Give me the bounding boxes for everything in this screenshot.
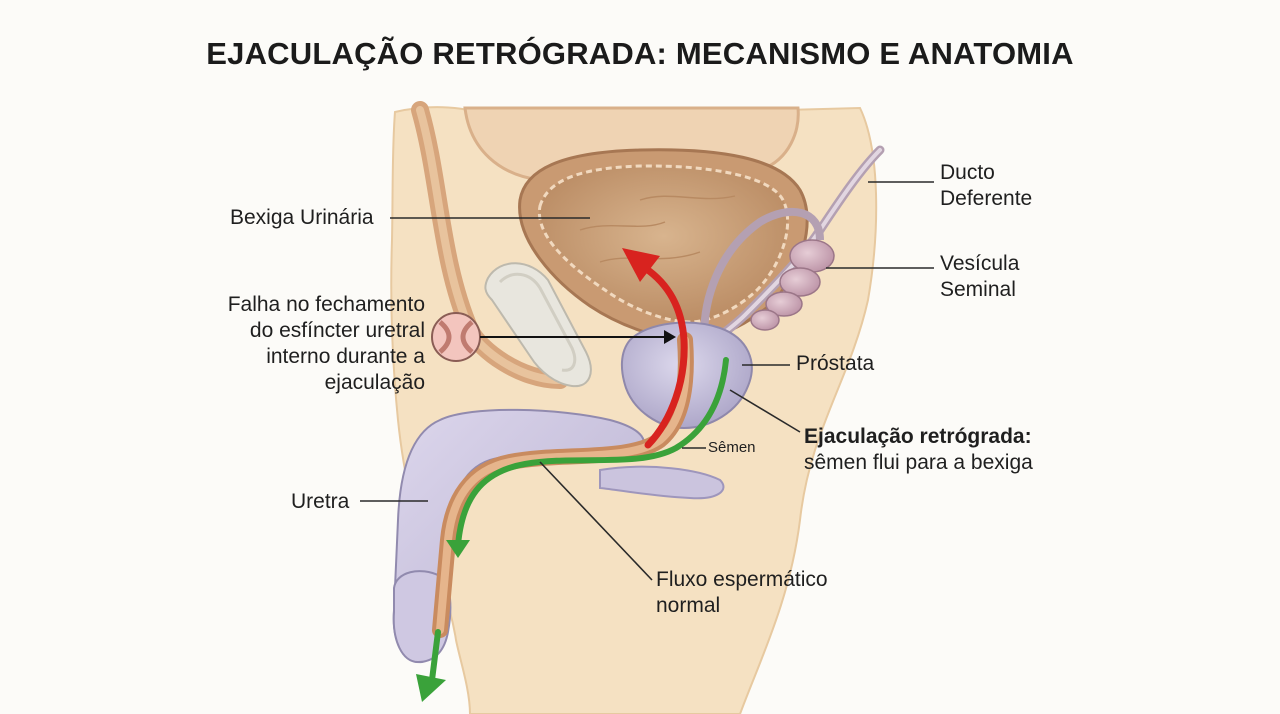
seminal-vesicle xyxy=(750,239,835,331)
label-sphincter: Falha no fechamento do esfíncter uretral… xyxy=(200,292,425,396)
label-seminal-vesicle-line-1: Vesícula xyxy=(940,252,1020,275)
bladder xyxy=(518,148,809,342)
sphincter-inset xyxy=(431,312,676,362)
label-sphincter-line-1: Falha no fechamento xyxy=(227,293,425,316)
label-retrograde: Ejaculação retrógrada: sêmen flui para a… xyxy=(804,424,1033,476)
label-sphincter-line-4: ejaculação xyxy=(324,371,425,394)
label-sphincter-line-3: interno durante a xyxy=(266,345,425,368)
label-retrograde-heading: Ejaculação retrógrada: xyxy=(804,425,1032,448)
label-semen: Sêmen xyxy=(708,439,756,456)
leader-lines xyxy=(360,181,934,581)
label-vas-deferens-line-2: Deferente xyxy=(940,187,1033,210)
label-vas-deferens: Ducto Deferente xyxy=(940,160,1032,212)
label-normal-flow-line-1: Fluxo espermático xyxy=(656,568,828,591)
label-seminal-vesicle-line-2: Seminal xyxy=(940,278,1016,301)
vas-loop xyxy=(700,207,824,351)
pubic-bone xyxy=(484,262,592,388)
label-urethra: Uretra xyxy=(291,490,350,513)
label-seminal-vesicle: Vesícula Seminal xyxy=(940,251,1019,303)
perineum xyxy=(599,465,725,500)
label-normal-flow-line-2: normal xyxy=(656,594,721,617)
label-prostate: Próstata xyxy=(796,352,875,375)
normal-flow-arrowhead-1 xyxy=(446,540,470,558)
normal-flow-exit xyxy=(429,629,441,683)
page-title: EJACULAÇÃO RETRÓGRADA: MECANISMO E ANATO… xyxy=(206,36,1074,71)
retrograde-arrowhead xyxy=(622,248,660,282)
label-retrograde-text: sêmen flui para a bexiga xyxy=(804,451,1033,474)
label-vas-deferens-line-1: Ducto xyxy=(940,161,995,184)
label-sphincter-line-2: do esfíncter uretral xyxy=(249,319,425,342)
normal-flow-arrowhead-2 xyxy=(416,674,446,702)
retrograde-flow-arrow xyxy=(641,264,688,449)
label-normal-flow: Fluxo espermático normal xyxy=(656,567,828,619)
normal-flow-arrow xyxy=(455,357,729,548)
label-bladder: Bexiga Urinária xyxy=(230,206,374,229)
